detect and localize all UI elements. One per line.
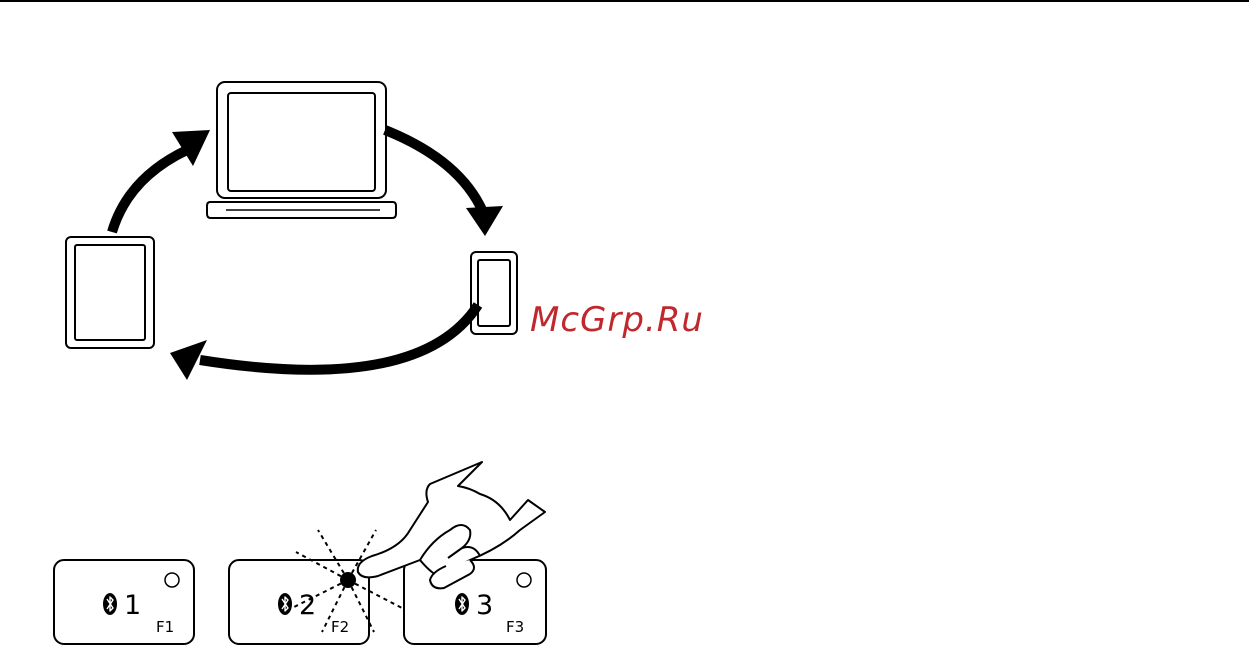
key-function-label: F2 (331, 618, 349, 636)
bluetooth-icon (455, 593, 469, 615)
arrow-laptop-to-phone (385, 130, 503, 236)
smartphone-icon (471, 252, 517, 334)
key-f2[interactable]: 2 F2 (229, 530, 402, 644)
key-number: 3 (476, 590, 493, 621)
key-f1[interactable]: 1 F1 (54, 560, 194, 644)
key-number: 2 (299, 590, 316, 621)
key-function-label: F1 (156, 618, 174, 636)
key-f3[interactable]: 3 F3 (404, 560, 546, 644)
arrow-tablet-to-laptop (112, 130, 210, 232)
status-led (340, 572, 356, 588)
arrow-phone-to-tablet (170, 305, 478, 380)
tablet-icon (66, 237, 154, 348)
key-function-label: F3 (506, 618, 524, 636)
bluetooth-icon (103, 593, 117, 615)
key-number: 1 (124, 590, 141, 621)
bluetooth-icon (278, 593, 292, 615)
watermark-text: McGrp.Ru (530, 300, 704, 340)
laptop-icon (207, 82, 396, 218)
